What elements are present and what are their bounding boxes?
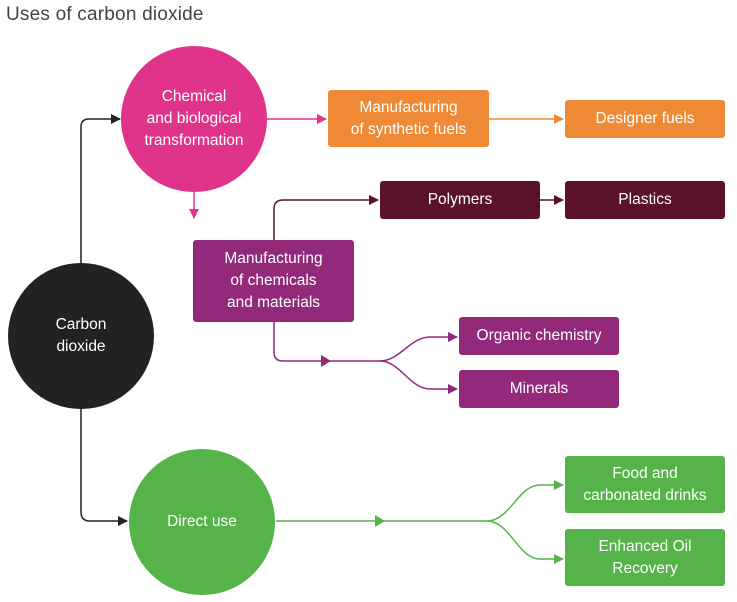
node-food-line1: Food and bbox=[612, 464, 678, 482]
node-synthetic-fuels: Manufacturing of synthetic fuels bbox=[328, 90, 489, 147]
node-chemical-transformation: Chemical and biological transformation bbox=[121, 46, 267, 192]
node-chemical-line3: transformation bbox=[144, 132, 244, 149]
node-direct-use-label: Direct use bbox=[167, 513, 237, 530]
node-organic-chemistry-label: Organic chemistry bbox=[476, 327, 602, 344]
node-food-drinks: Food and carbonated drinks bbox=[565, 456, 725, 513]
link-branch-to-minerals bbox=[379, 360, 458, 394]
link-carbon-to-chemical bbox=[80, 114, 121, 263]
node-minerals: Minerals bbox=[459, 370, 619, 408]
link-carbon-to-direct bbox=[80, 407, 128, 526]
node-chemical-line1: Chemical bbox=[161, 88, 227, 105]
node-polymers-label: Polymers bbox=[427, 191, 493, 208]
node-polymers: Polymers bbox=[380, 181, 540, 219]
link-branch-to-oil bbox=[486, 520, 564, 564]
node-plastics-label: Plastics bbox=[618, 191, 672, 208]
arrowhead-direct-branch bbox=[375, 515, 385, 527]
node-minerals-label: Minerals bbox=[509, 380, 569, 397]
node-carbon-dioxide-line2: dioxide bbox=[56, 338, 106, 355]
node-chemical-line2: and biological bbox=[146, 110, 242, 127]
node-synthetic-fuels-line2: of synthetic fuels bbox=[350, 120, 467, 138]
node-organic-chemistry: Organic chemistry bbox=[459, 317, 619, 355]
node-synthetic-fuels-line1: Manufacturing bbox=[359, 98, 458, 116]
link-materials-to-polymers bbox=[273, 195, 379, 240]
diagram-title: Uses of carbon dioxide bbox=[6, 4, 204, 25]
node-designer-fuels-label: Designer fuels bbox=[595, 110, 695, 127]
node-chemicals-line1: Manufacturing bbox=[224, 250, 323, 267]
link-branch-to-food bbox=[486, 480, 564, 522]
node-chemicals-materials: Manufacturing of chemicals and materials bbox=[193, 240, 354, 322]
link-materials-to-branch bbox=[273, 322, 380, 362]
node-direct-use: Direct use bbox=[129, 449, 275, 595]
link-branch-to-organic bbox=[379, 332, 458, 362]
arrowhead-materials-branch bbox=[321, 355, 331, 367]
node-carbon-dioxide: Carbon dioxide bbox=[8, 263, 154, 409]
node-oil-line1: Enhanced Oil bbox=[598, 537, 692, 555]
node-oil-line2: Recovery bbox=[612, 559, 678, 577]
node-chemicals-line2: of chemicals bbox=[230, 272, 317, 289]
node-designer-fuels: Designer fuels bbox=[565, 100, 725, 138]
node-food-line2: carbonated drinks bbox=[583, 486, 707, 504]
node-carbon-dioxide-line1: Carbon bbox=[55, 316, 107, 333]
node-chemicals-line3: and materials bbox=[226, 294, 321, 311]
node-enhanced-oil-recovery: Enhanced Oil Recovery bbox=[565, 529, 725, 586]
node-plastics: Plastics bbox=[565, 181, 725, 219]
